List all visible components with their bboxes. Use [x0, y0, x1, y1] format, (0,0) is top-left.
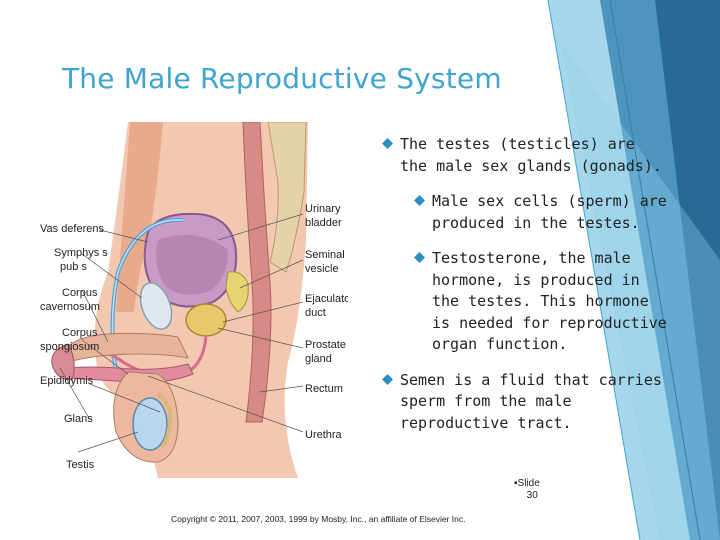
label-corpus-spongiosum-1: Corpus — [62, 327, 98, 339]
male-reproductive-diagram: Vas deferens Symphys s pub s Corpus cave… — [40, 122, 348, 478]
diamond-bullet-icon — [414, 252, 425, 263]
slide-title: The Male Reproductive System — [62, 62, 502, 95]
label-ejaculatory-duct-2: duct — [305, 307, 326, 319]
label-ejaculatory-duct-1: Ejaculatory — [305, 293, 348, 305]
label-corpus-cavernosum-2: cavernosum — [40, 301, 100, 313]
label-urethra: Urethra — [305, 429, 343, 441]
bullet-level1-semen: Semen is a fluid that carries sperm from… — [382, 370, 667, 435]
slide-number-label: ▪Slide — [514, 478, 540, 489]
bullet-level2-sperm: Male sex cells (sperm) are produced in t… — [414, 191, 667, 234]
label-urinary-bladder-2: bladder — [305, 217, 342, 229]
testis — [132, 397, 168, 451]
rectum — [242, 122, 272, 423]
label-seminal-vesicle-2: vesicle — [305, 263, 339, 275]
label-corpus-spongiosum-2: spongiosum — [40, 341, 99, 353]
epididymis — [156, 392, 173, 450]
label-urinary-bladder-1: Urinary — [305, 203, 341, 215]
sacrum — [267, 122, 307, 273]
label-corpus-cavernosum-1: Corpus — [62, 287, 98, 299]
slide-number: ▪Slide 30 — [514, 478, 540, 502]
label-symphysis-pubis-1: Symphys s — [54, 247, 108, 259]
diamond-bullet-icon — [414, 195, 425, 206]
bullet-level2-testosterone: Testosterone, the male hormone, is produ… — [414, 248, 667, 356]
diamond-bullet-icon — [382, 138, 393, 149]
label-testis: Testis — [66, 459, 95, 471]
prostate-gland — [185, 303, 227, 337]
label-prostate-gland-2: gland — [305, 353, 332, 365]
label-epididymis: Epididymis — [40, 375, 94, 387]
bullet-list: The testes (testicles) are the male sex … — [382, 134, 667, 448]
label-seminal-vesicle-1: Seminal — [305, 249, 345, 261]
copyright-notice: Copyright © 2011, 2007, 2003, 1999 by Mo… — [171, 514, 466, 524]
label-symphysis-pubis-2: pub s — [60, 261, 87, 273]
glans — [51, 343, 75, 381]
bullet-level1-testes: The testes (testicles) are the male sex … — [382, 134, 667, 177]
label-glans: Glans — [64, 413, 93, 425]
label-prostate-gland-1: Prostate — [305, 339, 346, 351]
diamond-bullet-icon — [382, 373, 393, 385]
slide-number-value: 30 — [526, 490, 538, 501]
label-vas-deferens: Vas deferens — [40, 223, 105, 235]
symphysis-pubis — [139, 282, 173, 330]
seminal-vesicle — [225, 271, 249, 313]
label-rectum: Rectum — [305, 383, 343, 395]
